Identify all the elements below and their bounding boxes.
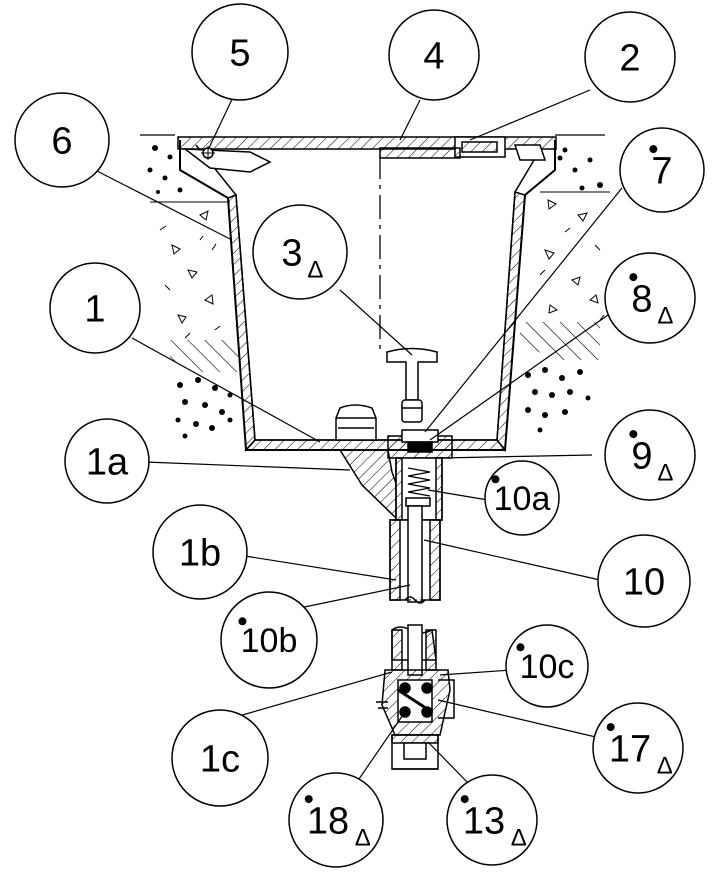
marker-dot-icon xyxy=(516,643,525,652)
marker-dot-icon xyxy=(491,475,500,484)
callout-4: 4 xyxy=(388,9,480,101)
gravel-bottom-left xyxy=(175,377,233,439)
ground-layers xyxy=(140,134,610,439)
callout-label: 6 xyxy=(51,121,72,163)
callout-label: 10b xyxy=(241,622,298,660)
callout-circle xyxy=(604,252,696,344)
callout-circle xyxy=(592,702,684,794)
callout-6: 6 xyxy=(14,92,110,188)
valve-box-body xyxy=(179,140,556,452)
sand-left xyxy=(159,210,221,339)
delta-subscript: Δ xyxy=(511,825,527,852)
lid xyxy=(177,136,557,173)
callout-circle xyxy=(64,418,150,504)
callout-label: 4 xyxy=(423,36,444,78)
callout-label: 10c xyxy=(520,648,575,686)
callout-2: 2 xyxy=(584,11,676,103)
riser-tube xyxy=(389,505,441,604)
callout-circle xyxy=(505,624,589,708)
callout-circle xyxy=(14,92,110,188)
marker-dot-icon xyxy=(606,723,615,732)
gravel-top-left xyxy=(147,145,183,194)
callout-circle xyxy=(152,504,248,600)
marker-dot-icon xyxy=(460,795,469,804)
callout-label: 8 xyxy=(631,279,652,321)
callout-label: 5 xyxy=(229,33,250,75)
inlet-plug xyxy=(335,404,377,441)
delta-subscript: Δ xyxy=(657,753,673,780)
callout-circle xyxy=(49,262,141,354)
callout-label: 3 xyxy=(281,233,302,275)
gravel-bottom-right xyxy=(525,367,591,433)
callout-label: 18 xyxy=(307,801,349,843)
callout-label: 13 xyxy=(463,801,505,843)
callout-1a: 1a xyxy=(64,418,150,504)
callout-circle xyxy=(446,774,538,866)
compacted-soil-left xyxy=(170,340,238,372)
t-key xyxy=(386,347,438,423)
callout-label: 10a xyxy=(494,480,551,518)
callout-circle xyxy=(584,11,676,103)
callout-circle xyxy=(604,409,696,501)
callout-circle xyxy=(619,127,705,213)
callout-label: 2 xyxy=(619,38,640,80)
callout-circle xyxy=(220,591,318,689)
delta-subscript: Δ xyxy=(355,825,371,852)
callout-label: 17 xyxy=(609,729,651,771)
marker-dot-icon xyxy=(629,273,638,282)
callout-label: 1b xyxy=(179,533,221,575)
callout-10b: 10b xyxy=(220,591,318,689)
callout-circle xyxy=(171,709,269,807)
callout-label: 1a xyxy=(86,442,129,484)
callout-circle xyxy=(288,772,384,868)
lower-valve xyxy=(376,624,455,770)
callout-circle xyxy=(252,204,348,300)
valve-insert xyxy=(338,429,453,522)
callout-7: 7 xyxy=(619,127,705,213)
sand-right xyxy=(539,199,605,321)
delta-subscript: Δ xyxy=(657,303,673,330)
callout-1b: 1b xyxy=(152,504,248,600)
delta-subscript: Δ xyxy=(307,257,323,284)
callout-10: 10 xyxy=(597,534,691,628)
gravel-top-right xyxy=(557,147,603,191)
o-ring-upper-icon xyxy=(399,682,411,694)
marker-dot-icon xyxy=(238,617,247,626)
callout-10a: 10a xyxy=(484,460,560,536)
callout-circle xyxy=(191,3,289,101)
callout-circle xyxy=(597,534,691,628)
callout-label: 1c xyxy=(200,739,240,781)
callout-10c: 10c xyxy=(505,624,589,708)
callout-label: 7 xyxy=(651,151,672,193)
delta-subscript: Δ xyxy=(657,460,673,487)
callout-label: 1 xyxy=(84,289,105,331)
callout-label: 9 xyxy=(631,436,652,478)
compacted-soil-right xyxy=(520,322,600,360)
marker-dot-icon xyxy=(629,430,638,439)
marker-dot-icon xyxy=(649,145,658,154)
callout-circle xyxy=(484,460,560,536)
callout-label: 10 xyxy=(623,562,665,604)
marker-dot-icon xyxy=(304,795,313,804)
callout-circle xyxy=(388,9,480,101)
callout-5: 5 xyxy=(191,3,289,101)
callout-1: 1 xyxy=(49,262,141,354)
callout-1c: 1c xyxy=(171,709,269,807)
